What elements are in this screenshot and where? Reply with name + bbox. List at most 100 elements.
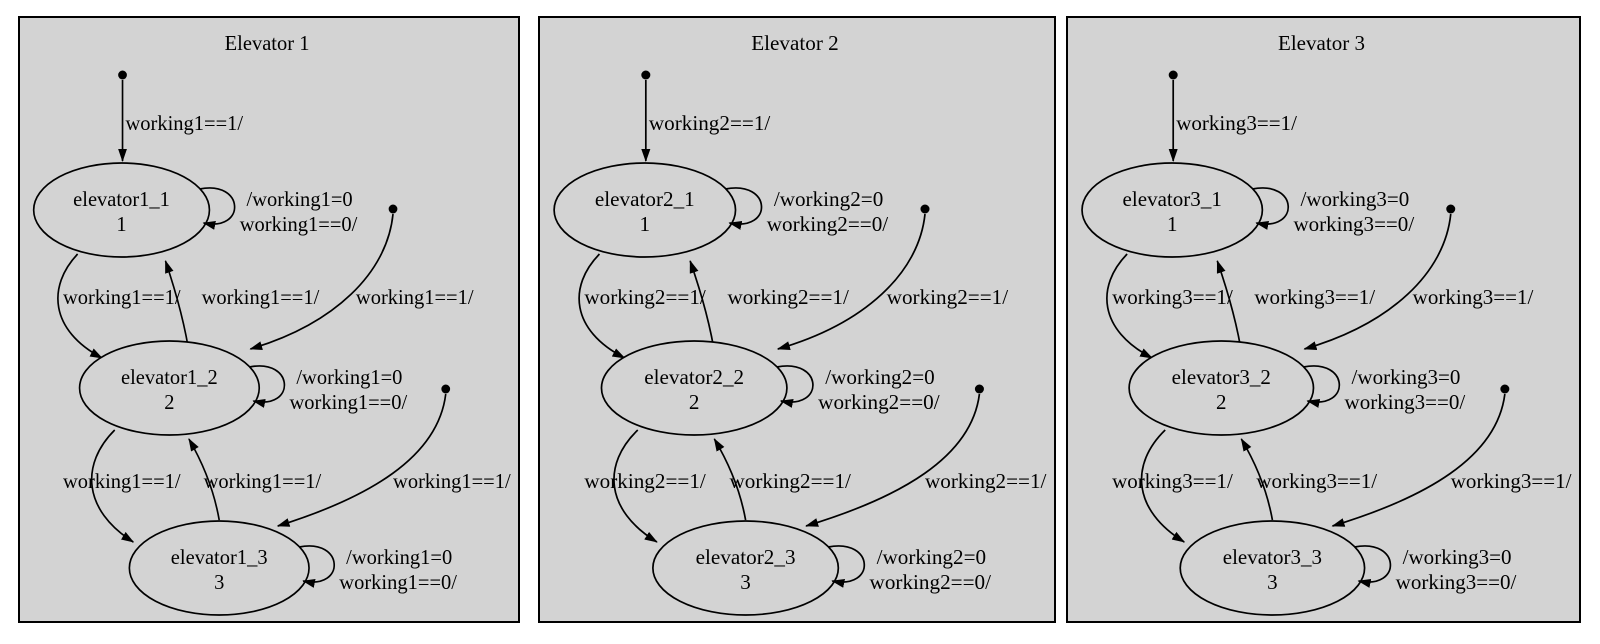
initial-transition-arrow xyxy=(1331,393,1506,527)
self-loop-arrow xyxy=(1303,365,1341,408)
transition-label: working2==1/ xyxy=(729,469,851,493)
state-floor-label: 3 xyxy=(1267,570,1278,594)
transition-label: working2==1/ xyxy=(727,285,849,309)
panel-title: Elevator 1 xyxy=(225,33,310,55)
initial-transition-arrow xyxy=(776,213,926,350)
transition-arrow xyxy=(578,253,626,359)
state-name: elevator2_1 xyxy=(595,187,695,211)
state-name: elevator3_2 xyxy=(1172,365,1271,389)
self-loop-guard-label: working2==0/ xyxy=(870,570,992,594)
state-floor-label: 3 xyxy=(214,572,224,594)
state-name: elevator2_3 xyxy=(696,545,796,569)
transition-arrow xyxy=(613,429,658,543)
state-node: elevator1_2 2/working1=0 working1==0/ xyxy=(78,340,408,436)
transition-arrow xyxy=(1240,438,1274,521)
self-loop-guard-label: working1==0/ xyxy=(339,572,457,594)
state-name: elevator2_2 xyxy=(644,365,744,389)
transition-arrow xyxy=(1140,429,1186,543)
initial-state-dot xyxy=(1168,70,1178,80)
self-loop-action-label: /working1=0 xyxy=(296,367,402,389)
state-floor-label: 2 xyxy=(1216,390,1227,414)
initial-state-dot xyxy=(118,70,127,80)
state-ellipse xyxy=(128,520,310,616)
state-ellipse xyxy=(600,340,788,436)
state-floor-label: 2 xyxy=(164,392,174,414)
elevator-panel-3: Elevator 3 working3==1/working3==1/workin… xyxy=(1066,16,1581,623)
state-name: elevator1_1 xyxy=(73,189,170,211)
transition-label: working1==1/ xyxy=(202,287,320,309)
state-name: elevator3_3 xyxy=(1223,545,1322,569)
initial-state-dot xyxy=(641,70,651,80)
initial-transition-arrow xyxy=(805,393,981,527)
self-loop-arrow xyxy=(299,545,336,588)
self-loop-action-label: /working1=0 xyxy=(346,547,452,569)
state-node: elevator1_1 1/working1=0 working1==0/ xyxy=(32,162,358,258)
self-loop-action-label: /working2=0 xyxy=(774,187,884,211)
initial-state-dot xyxy=(1446,204,1456,214)
initial-transition-arrow xyxy=(249,213,394,350)
initial-transition-label: working2==1/ xyxy=(925,469,1047,493)
self-loop-action-label: /working1=0 xyxy=(247,189,353,211)
initial-transition-label: working3==1/ xyxy=(1451,469,1572,493)
initial-state-dot xyxy=(920,204,930,214)
initial-transition-label: working1==1/ xyxy=(125,113,243,135)
statechart-canvas: Elevator 2 working2==1/working2==1/workin… xyxy=(553,31,1047,616)
state-floor-label: 1 xyxy=(116,214,126,236)
transition-arrow xyxy=(1106,253,1154,359)
self-loop-arrow xyxy=(199,187,236,230)
panel-title: Elevator 2 xyxy=(751,31,839,55)
state-floor-label: 2 xyxy=(689,390,700,414)
panel-title: Elevator 3 xyxy=(1278,31,1365,55)
state-name: elevator3_1 xyxy=(1123,187,1222,211)
transition-label: working3==1/ xyxy=(1256,469,1377,493)
transition-label: working3==1/ xyxy=(1112,285,1233,309)
transition-arrow xyxy=(57,253,103,359)
transition-arrow xyxy=(90,429,135,543)
self-loop-guard-label: working3==0/ xyxy=(1345,390,1466,414)
state-ellipse xyxy=(553,162,737,258)
initial-transition-arrow xyxy=(1303,213,1452,350)
self-loop-guard-label: working2==0/ xyxy=(818,390,940,414)
transition-label: working3==1/ xyxy=(1112,469,1233,493)
initial-state-dot xyxy=(1500,384,1510,394)
state-ellipse xyxy=(78,340,261,436)
self-loop-arrow xyxy=(1354,545,1392,588)
self-loop-arrow xyxy=(725,187,763,230)
state-floor-label: 1 xyxy=(640,212,651,236)
self-loop-action-label: /working2=0 xyxy=(825,365,935,389)
state-floor-label: 3 xyxy=(740,570,751,594)
initial-transition-arrow xyxy=(276,393,447,527)
state-ellipse xyxy=(1081,162,1264,258)
self-loop-action-label: /working3=0 xyxy=(1403,545,1512,569)
transition-arrow xyxy=(188,438,221,521)
self-loop-guard-label: working1==0/ xyxy=(290,392,408,414)
state-name: elevator1_2 xyxy=(121,367,218,389)
transition-label: working1==1/ xyxy=(63,287,181,309)
statechart-canvas: Elevator 3 working3==1/working3==1/workin… xyxy=(1081,31,1572,616)
initial-transition-label: working2==1/ xyxy=(649,111,771,135)
self-loop-action-label: /working2=0 xyxy=(877,545,987,569)
self-loop-action-label: /working3=0 xyxy=(1300,187,1409,211)
initial-state-dot xyxy=(974,384,984,394)
self-loop-arrow xyxy=(249,365,286,408)
self-loop-guard-label: working1==0/ xyxy=(240,214,358,236)
self-loop-guard-label: working3==0/ xyxy=(1396,570,1517,594)
self-loop-arrow xyxy=(776,365,814,408)
self-loop-guard-label: working3==0/ xyxy=(1293,212,1414,236)
state-ellipse xyxy=(652,520,840,616)
initial-transition-label: working3==1/ xyxy=(1176,111,1297,135)
initial-state-dot xyxy=(441,384,451,394)
self-loop-action-label: /working3=0 xyxy=(1352,365,1461,389)
transition-label: working1==1/ xyxy=(204,471,322,493)
statechart-canvas: Elevator 1 working1==1/working1==1/workin… xyxy=(32,33,511,616)
transition-label: working2==1/ xyxy=(584,469,706,493)
transition-label: working1==1/ xyxy=(63,471,181,493)
